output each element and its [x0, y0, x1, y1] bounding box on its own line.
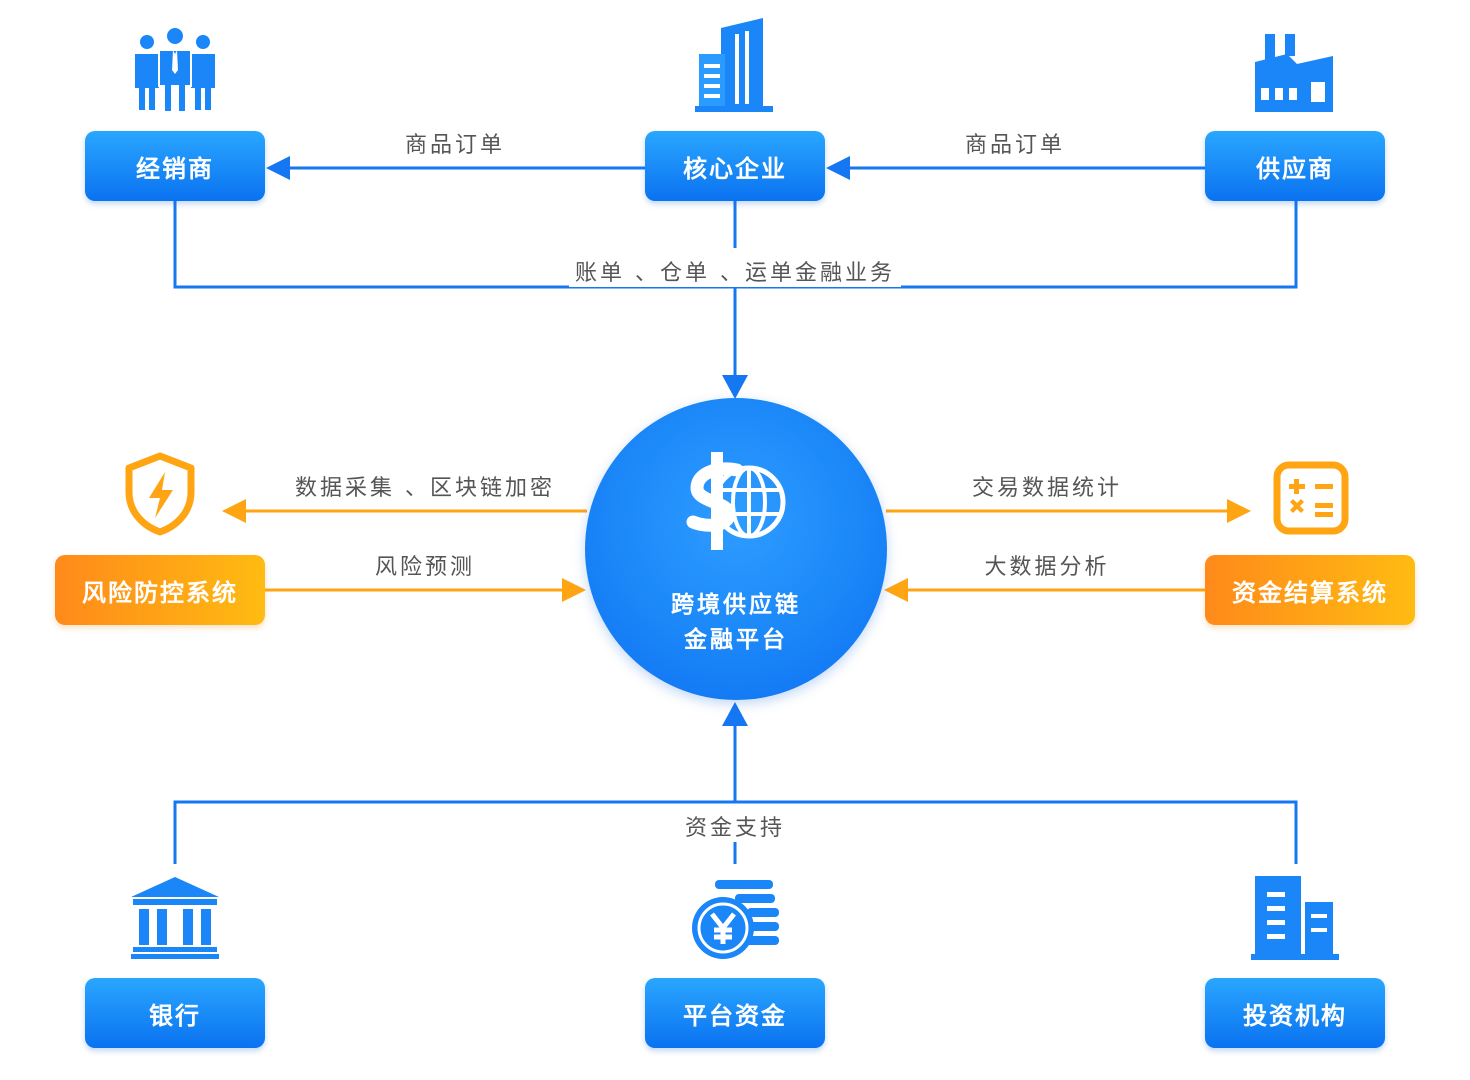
shield-lightning-icon [125, 452, 195, 536]
arrowhead-hub-bottom [722, 702, 748, 726]
label-supplier-to-core: 商品订单 [964, 133, 1066, 158]
arrowhead-hub-left [562, 578, 586, 602]
node-risk-control-system[interactable]: 风险防控系统 [55, 555, 265, 625]
label-funding-support: 资金支持 [678, 810, 792, 842]
factory-icon [1255, 34, 1333, 112]
node-investment-institution[interactable]: 投资机构 [1205, 978, 1385, 1048]
label-data-collection: 数据采集 、区块链加密 [295, 476, 555, 501]
label-documents-finance: 账单 、仓单 、运单金融业务 [569, 255, 901, 287]
dollar-globe-icon [686, 452, 786, 550]
label-risk-forecast: 风险预测 [374, 555, 476, 580]
label-big-data-analysis: 大数据分析 [984, 555, 1110, 580]
arrowhead-hub-right [884, 578, 908, 602]
office-building-icon [1251, 876, 1339, 960]
arrowhead-hub-top [722, 375, 748, 399]
node-supplier[interactable]: 供应商 [1205, 131, 1385, 201]
node-core-enterprise[interactable]: 核心企业 [645, 131, 825, 201]
label-core-to-distributor: 商品订单 [404, 133, 506, 158]
hub-title-line1: 跨境供应链 [671, 592, 801, 618]
calculator-icon [1273, 461, 1349, 535]
arrowhead-distributor [266, 156, 290, 180]
label-transaction-stats: 交易数据统计 [971, 476, 1123, 501]
node-distributor[interactable]: 经销商 [85, 131, 265, 201]
node-bank[interactable]: 银行 [85, 978, 265, 1048]
node-platform-funds[interactable]: 平台资金 [645, 978, 825, 1048]
hub-title-line2: 金融平台 [684, 627, 788, 653]
arrowhead-settlement-top [1227, 499, 1251, 523]
people-icon [135, 26, 215, 112]
hub-platform[interactable]: 跨境供应链 金融平台 [585, 398, 887, 700]
node-settlement-system[interactable]: 资金结算系统 [1205, 555, 1415, 625]
bank-icon [131, 877, 219, 959]
arrowhead-risk-top [222, 499, 246, 523]
yen-coins-icon [692, 880, 779, 959]
building-icon [695, 18, 773, 112]
arrowhead-core [826, 156, 850, 180]
